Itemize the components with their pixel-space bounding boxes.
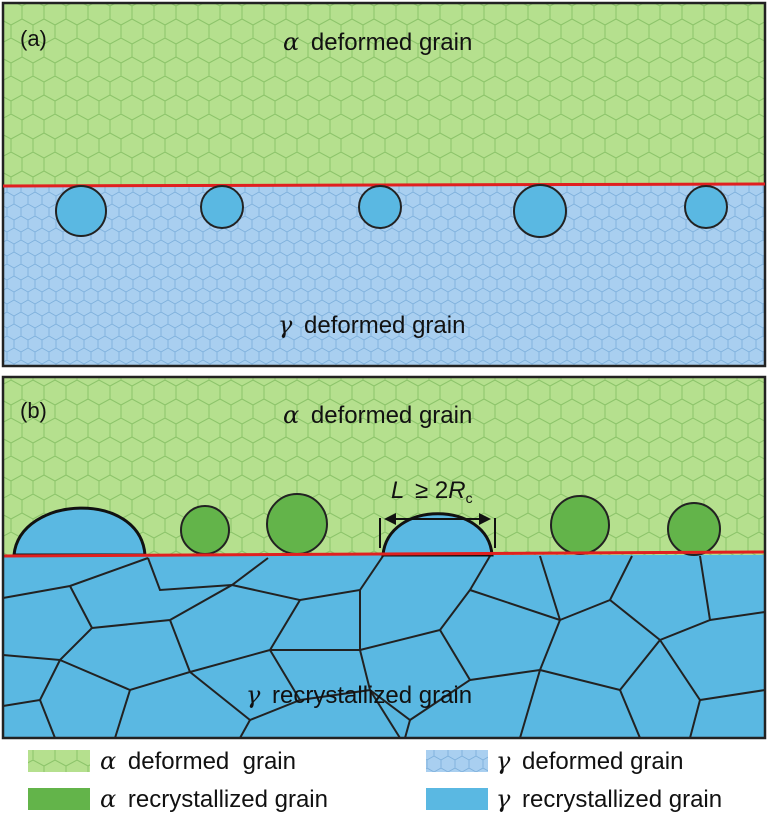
svg-text:γ deformed grain: γ deformed grain [496, 747, 683, 775]
alpha-nucleus [266, 493, 328, 555]
legend-swatch [426, 750, 488, 772]
alpha-nucleus [667, 502, 721, 556]
svg-text:γ recrystallized grain: γ recrystallized grain [496, 785, 722, 813]
legend-item-gamma-recrystallized: γ recrystallized grain [426, 785, 722, 813]
svg-text:α recrystallized grain: α recrystallized grain [100, 785, 328, 813]
panel-b-top-label: α deformed grain [283, 401, 472, 429]
panel-b-tag: (b) [20, 398, 47, 423]
legend-item-alpha-recrystallized: α recrystallized grain [28, 785, 328, 813]
alpha-nucleus [550, 495, 610, 555]
legend-swatch [28, 788, 90, 810]
gamma-grain-network [2, 555, 766, 739]
gamma-recrystallized-region-b [3, 555, 765, 738]
critical-length-marker [379, 513, 496, 548]
legend-swatch [28, 750, 90, 772]
panel-a-top-label: α deformed grain [283, 28, 472, 56]
legend-item-alpha-deformed: α deformed grain [28, 747, 296, 775]
alpha-nucleus [180, 505, 230, 555]
panel-a-bottom-label: γ deformed grain [278, 311, 465, 339]
alpha-deformed-region-a [3, 3, 765, 185]
phase-boundary-b [2, 550, 766, 558]
phase-boundary-a [2, 182, 766, 188]
gamma-nucleus [55, 185, 107, 237]
gamma-nucleus [684, 185, 728, 229]
critical-length-label: L ≥ 2Rc [391, 477, 473, 506]
legend-swatch [426, 788, 488, 810]
legend-item-gamma-deformed: γ deformed grain [426, 747, 683, 775]
panel-b-frame [1, 375, 767, 740]
gamma-bulge-grain [12, 506, 147, 557]
panel-a-tag: (a) [20, 26, 47, 51]
panel-a: (a) α deformed grain γ deformed grain [1, 1, 767, 368]
gamma-nucleus [513, 184, 567, 238]
gamma-nucleus [200, 185, 244, 229]
svg-text:α deformed grain: α deformed grain [100, 747, 296, 775]
panel-b-bottom-label: γ recrystallized grain [246, 681, 472, 709]
gamma-nucleus [358, 185, 402, 229]
panel-b: L ≥ 2Rc (b) α deformed grain γ recrystal… [1, 375, 767, 740]
legend: α deformed grain γ deformed grain α recr… [28, 747, 722, 813]
gamma-bulge-grain [381, 512, 494, 557]
